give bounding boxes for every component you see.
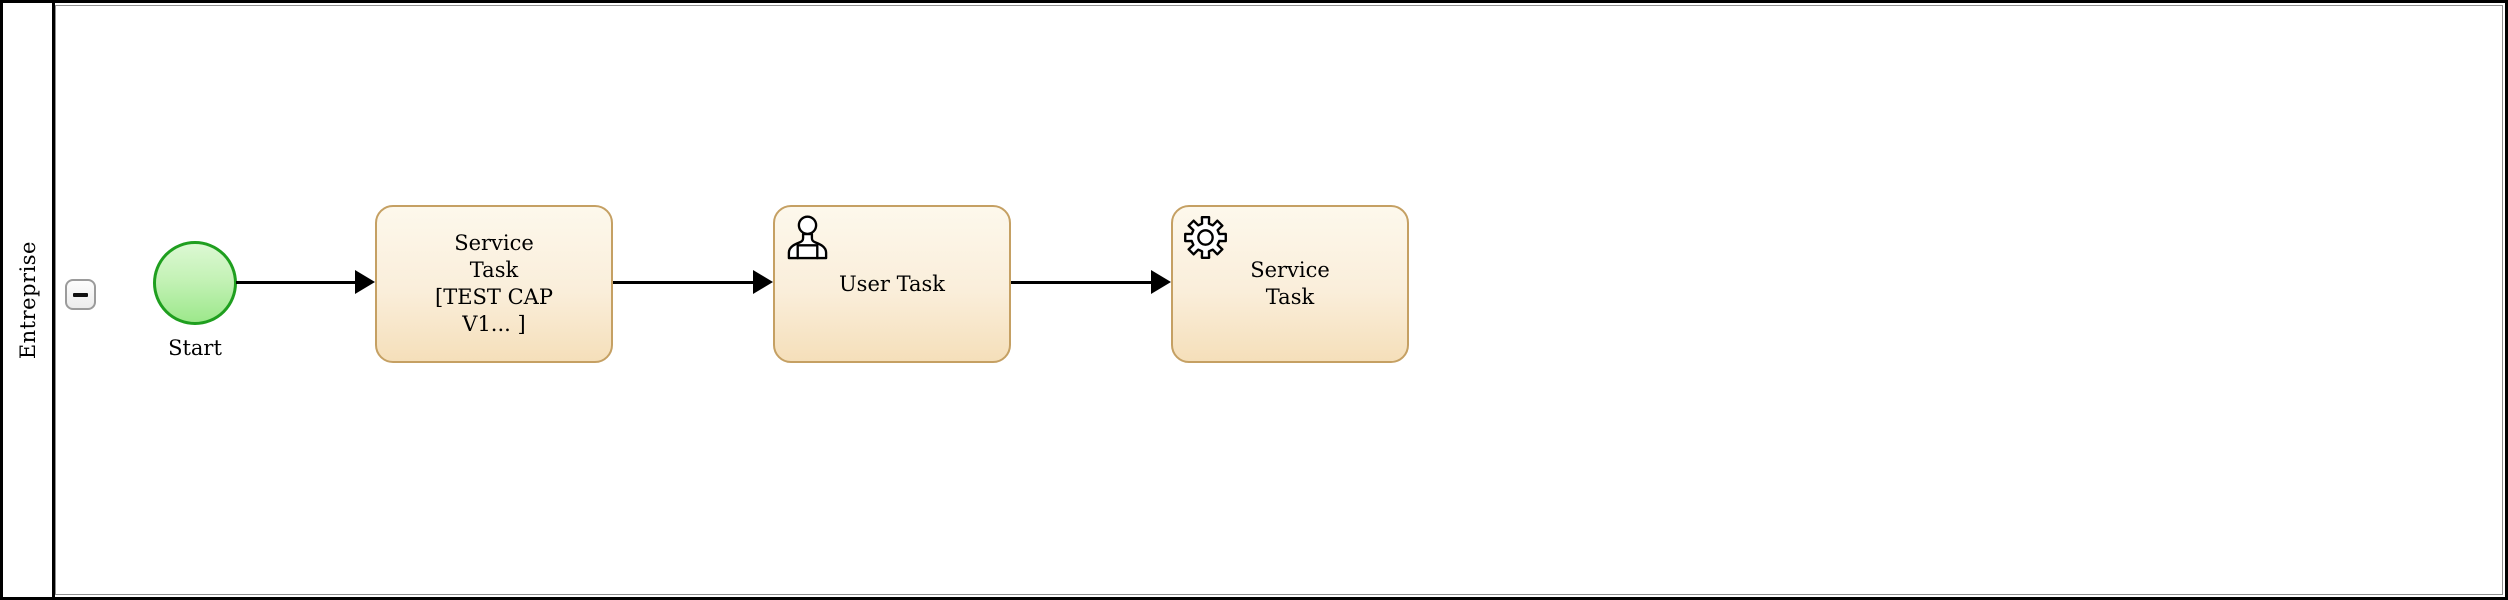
- start-event[interactable]: [153, 241, 237, 325]
- task-label-line: Task: [469, 258, 519, 282]
- start-event-label: Start: [168, 336, 222, 360]
- pool-label: Entreprise: [15, 240, 40, 360]
- gear-icon: [1184, 216, 1227, 259]
- task-label: User Task: [838, 271, 945, 296]
- minus-icon: [73, 292, 88, 297]
- arrowhead-icon: [753, 270, 773, 294]
- user-task[interactable]: User Task: [773, 205, 1011, 363]
- collapse-lane-button[interactable]: [65, 279, 96, 310]
- task-label-line: Task: [1265, 285, 1315, 309]
- arrowhead-icon: [1151, 270, 1171, 294]
- task-label-line: Service: [454, 231, 534, 255]
- flow-line: [613, 281, 754, 284]
- service-task-1[interactable]: Service Task [TEST CAP V1... ]: [375, 205, 613, 363]
- task-label-line: V1... ]: [462, 312, 526, 336]
- user-icon: [787, 215, 828, 260]
- pool-label-strip[interactable]: Entreprise: [3, 3, 55, 597]
- flow-line: [1011, 281, 1152, 284]
- lane: [55, 5, 2503, 595]
- task-label-line: [TEST CAP: [435, 285, 553, 309]
- arrowhead-icon: [355, 270, 375, 294]
- task-label-line: Service: [1250, 258, 1330, 282]
- flow-line: [236, 281, 356, 284]
- service-task-2[interactable]: Service Task: [1171, 205, 1409, 363]
